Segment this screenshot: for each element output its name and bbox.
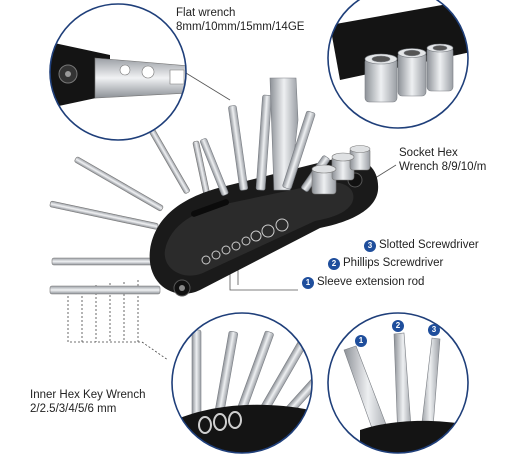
multi-tool [49,77,379,297]
marker-3-icon: 3 [428,324,440,336]
detail-marker-2: 2 [392,318,407,332]
socket-sizes: Wrench 8/9/10/m [399,161,487,173]
detail-marker-1: 1 [355,333,370,347]
detail-marker-3: 3 [428,322,443,336]
socket-title: Socket Hex [399,147,458,159]
hex-key-title: Inner Hex Key Wrench [30,389,146,401]
legend-phillips-text: Phillips Screwdriver [343,257,444,269]
detail-circle-screwdrivers [327,312,469,454]
flat-wrench-sizes: 8mm/10mm/15mm/14GE [176,21,305,33]
badge-2-icon: 2 [328,258,340,270]
upper-tools [200,77,330,196]
hex-key-sizes: 2/2.5/3/4/5/6 mm [30,403,117,415]
marker-2-icon: 2 [392,320,404,332]
detail-circle-sockets [327,0,469,129]
badge-3-icon: 3 [364,240,376,252]
flat-wrench-title: Flat wrench [176,7,236,19]
marker-1-icon: 1 [355,335,367,347]
badge-1-icon: 1 [302,277,314,289]
legend-slotted-text: Slotted Screwdriver [379,239,479,251]
legend-sleeve-text: Sleeve extension rod [317,276,425,288]
detail-circle-flat-wrench [49,3,187,141]
sockets [311,145,371,195]
body-markings [201,218,289,265]
